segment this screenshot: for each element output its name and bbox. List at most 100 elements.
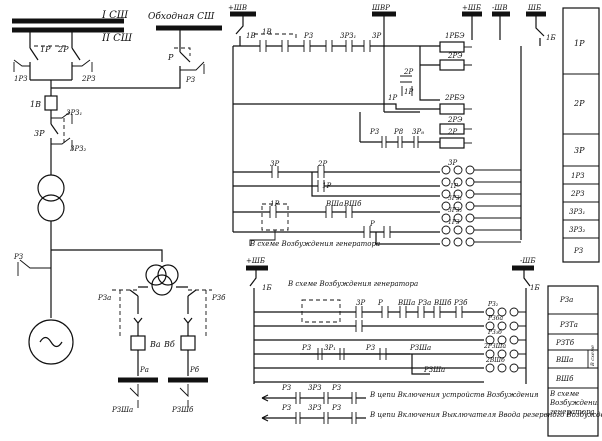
lower-note: В схеме Возбуждения генератора bbox=[287, 280, 418, 288]
table-top-r3: 1РЗ bbox=[571, 172, 585, 180]
mid-contact-1: 1Р bbox=[404, 88, 413, 96]
row1-c3: 3Р bbox=[372, 32, 381, 40]
sw-1rz-label: 1РЗ bbox=[14, 75, 28, 83]
coil-group-1: 1РБЭ 2РЭ bbox=[430, 32, 472, 71]
table-bottom-tail: В схеме Возбуждения генератора bbox=[550, 390, 598, 416]
generator-ac-symbol bbox=[39, 336, 63, 348]
transformer-top bbox=[37, 174, 65, 202]
legend1-l2: РЗ bbox=[331, 384, 342, 392]
table-top: 1Р 2Р 3Р 1РЗ 2РЗ 3РЗ₁ 3РЗ₂ РЗ bbox=[562, 7, 600, 263]
fuse-r3-label: ШБ bbox=[527, 4, 541, 12]
sw-rz-label: РЗ bbox=[185, 76, 196, 84]
breaker-1v bbox=[44, 95, 58, 111]
gen-rz-label: РЗ bbox=[13, 253, 24, 261]
table-top-r2: 3Р bbox=[574, 146, 585, 155]
lower-fuse-right: -ШБ bbox=[520, 257, 536, 265]
mid-contact-3: Р3 bbox=[369, 128, 380, 136]
exc-right-breaker-label: Вб bbox=[163, 340, 175, 349]
fuse-r2-label: -ШВ bbox=[492, 4, 508, 12]
generator bbox=[28, 319, 74, 365]
row1-c1: Р3 bbox=[303, 32, 314, 40]
lower-contact-2: ВШа bbox=[397, 299, 415, 307]
lower-aux-left: 1Б bbox=[262, 284, 272, 292]
table-bottom-r0: РЗа bbox=[559, 296, 573, 304]
exc-left-bus-label: Ра bbox=[139, 366, 149, 374]
lower-contact-0: 3Р bbox=[270, 160, 279, 168]
coil-label-3: 2РЭ bbox=[447, 116, 463, 124]
table-bottom-r2: РЗТб bbox=[555, 339, 575, 347]
aux-1b-label: 1Б bbox=[546, 34, 556, 42]
table-top-r0: 1Р bbox=[574, 39, 585, 48]
lower-contact-3: РЗа bbox=[417, 299, 431, 307]
lower-contact-1: Р bbox=[377, 299, 383, 307]
legend1-text: В цепи Включения устройств Возбуждения bbox=[369, 391, 539, 399]
lower-aux-right: 1Б bbox=[530, 284, 540, 292]
mid-contact-6: 2Р bbox=[447, 128, 457, 136]
bypass-bus-label: Обходная СШ bbox=[148, 11, 215, 22]
lower-row3-2: Р3 bbox=[365, 344, 376, 352]
table-top-r6: 3РЗ₂ bbox=[569, 226, 586, 234]
table-top-r4: 2РЗ bbox=[570, 190, 585, 198]
lamp-label-5: 1РЗ bbox=[448, 219, 460, 226]
table-bottom-r4: ВШб bbox=[555, 375, 574, 383]
lower-fuse-left: +ШБ bbox=[246, 257, 265, 265]
lower-lamp-1: РЗба bbox=[487, 315, 503, 322]
breaker-1v-label: 1В bbox=[30, 100, 41, 109]
lower-contact-3: ВШа bbox=[325, 200, 343, 208]
table-top-r7: РЗ bbox=[573, 247, 584, 255]
exc-right-bottom: РЗШб bbox=[171, 406, 194, 414]
exc-left-breaker-label: Ва bbox=[149, 340, 161, 349]
legend1-l1: 3РЗ bbox=[308, 384, 322, 392]
row1-c2: 3РЗ₁ bbox=[340, 32, 357, 40]
exc-left-breaker bbox=[130, 335, 146, 351]
mid-contact-4: Р8 bbox=[393, 128, 404, 136]
transformer-bottom bbox=[37, 194, 65, 222]
lower-row3-3: РЗШа bbox=[409, 344, 431, 352]
table-bottom-r1: РЗТа bbox=[559, 321, 578, 329]
lower-control-circuit: +ШБ -ШБ 1Б 1Б В схеме Возбуждения генера… bbox=[246, 257, 540, 384]
row1-c0: 1В bbox=[262, 28, 272, 36]
table-bottom-r3: ВШа bbox=[555, 356, 573, 364]
excitation-scheme: РЗа РЗб Ва Вб Ра Рб РЗШа РЗШб bbox=[97, 264, 226, 414]
lamp-label-0: 3Р bbox=[448, 159, 457, 167]
sw-3r-label: 3Р bbox=[34, 129, 45, 138]
lower-lamp-2: РЗ₃б bbox=[487, 329, 502, 336]
sw-3rz1-label: 3РЗ₁ bbox=[66, 109, 83, 117]
exc-right-bus-label: Рб bbox=[189, 366, 200, 374]
exc-left-rz: РЗа bbox=[97, 294, 111, 302]
table-bottom: РЗа РЗТа РЗТб ВШа ВШб В схеме В схеме Во… bbox=[547, 285, 599, 437]
lamp-label-3: 3РЗ₁ bbox=[448, 195, 462, 202]
lower-lamp-0: РЗ₂ bbox=[487, 301, 499, 308]
lower-lamp-4: 2ВШб bbox=[485, 357, 505, 364]
hv-primary-scheme: І СШ ІІ СШ Обходная СШ 1Р 2Р 1РЗ 2РЗ Р Р… bbox=[12, 10, 222, 365]
lower-contact-0: 3Р bbox=[356, 299, 365, 307]
bus-i-label: І СШ bbox=[101, 10, 129, 21]
lower-contact-5: РЗб bbox=[453, 299, 468, 307]
lower-contact-5: Р bbox=[369, 220, 375, 228]
mid-contact-0: 2Р bbox=[403, 68, 413, 76]
coil-group-2: 2РБЭ 2РЭ bbox=[439, 94, 472, 135]
fuse-left-label: +ШВ bbox=[228, 4, 247, 12]
lower-row3-1: 3Р₁ bbox=[324, 344, 336, 352]
exc-right-rz: РЗб bbox=[211, 294, 226, 302]
upper-note-line1: В схеме Возбуждения генератора bbox=[249, 240, 380, 248]
lower-contact-2: 1Р bbox=[322, 182, 331, 190]
mid-contact-2: 1Р bbox=[388, 94, 397, 102]
sw-2rz-label: 2РЗ bbox=[81, 75, 96, 83]
sw-3rz2-label: 3РЗ₂ bbox=[70, 145, 87, 153]
sw-2r-label: 2Р bbox=[57, 45, 69, 54]
bus-ii-label: ІІ СШ bbox=[101, 33, 133, 44]
table-bottom-side: В схеме bbox=[590, 345, 596, 367]
coil-label-1: 2РЭ bbox=[447, 52, 463, 60]
table-top-r5: 3РЗ₁ bbox=[569, 208, 586, 216]
sw-1r-label: 1Р bbox=[40, 45, 51, 54]
coil-label-2: 2РБЭ bbox=[444, 94, 465, 102]
exc-right-breaker bbox=[180, 335, 196, 351]
lower-row3-0: Р3 bbox=[301, 344, 312, 352]
legend2-l0: РЗ bbox=[281, 404, 292, 412]
legend: РЗ 3РЗ РЗ В цепи Включения устройств Воз… bbox=[261, 384, 602, 424]
lower-lamp-3: 2РЗШа bbox=[483, 343, 506, 350]
upper-lamp-column bbox=[441, 165, 475, 247]
table-top-r1: 2Р bbox=[573, 99, 585, 108]
